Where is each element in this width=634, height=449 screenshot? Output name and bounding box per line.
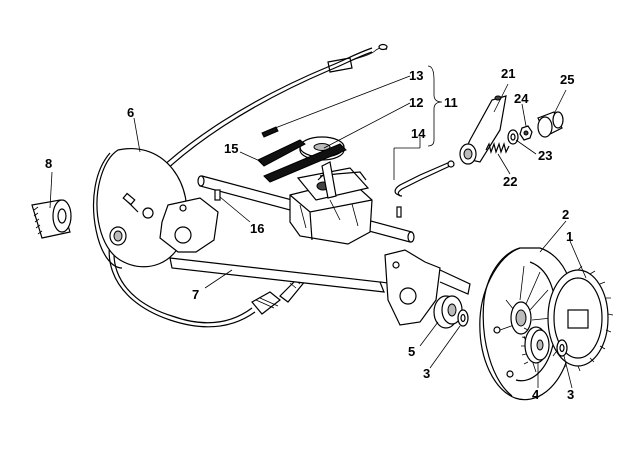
label-part-23: 23 — [538, 148, 552, 163]
part-2-wheel-rim — [479, 247, 576, 401]
part-5-bearing — [433, 295, 463, 329]
label-part-22: 22 — [503, 174, 517, 189]
label-part-11: 11 — [444, 95, 458, 110]
part-3-washer-right — [556, 339, 568, 357]
part-25-dust-cap — [537, 111, 564, 138]
part-number-labels: 6 8 13 12 11 14 15 16 7 21 24 25 23 22 2… — [45, 66, 574, 402]
label-part-1: 1 — [566, 229, 573, 244]
part-15-drive-belt — [257, 139, 347, 183]
label-part-24: 24 — [514, 91, 529, 106]
label-part-6: 6 — [127, 105, 134, 120]
part-8-spur-gear — [31, 199, 72, 239]
label-part-3-right: 3 — [567, 387, 574, 402]
label-part-14: 14 — [411, 126, 426, 141]
label-part-12: 12 — [409, 95, 423, 110]
part-22-spring — [485, 141, 510, 155]
leader-lines — [49, 65, 587, 389]
part-16-left-bracket — [159, 197, 219, 253]
label-part-13: 13 — [409, 68, 423, 83]
label-part-25: 25 — [560, 72, 574, 87]
part-4-pinion — [521, 326, 550, 365]
label-part-2: 2 — [562, 207, 569, 222]
label-part-7: 7 — [192, 287, 199, 302]
label-part-5: 5 — [408, 344, 415, 359]
part-14-shift-rod — [394, 160, 455, 197]
label-part-15: 15 — [224, 141, 238, 156]
label-part-4: 4 — [532, 387, 540, 402]
part-7-lever-rod — [169, 257, 403, 301]
part-24-nut — [519, 125, 533, 141]
part-3-washer-left — [457, 309, 469, 327]
right-bracket — [384, 249, 471, 326]
label-part-8: 8 — [45, 156, 52, 171]
part-23-washer — [507, 129, 519, 145]
gearbox-housing — [289, 161, 373, 245]
label-part-3-left: 3 — [423, 366, 430, 381]
part-21-cap — [459, 95, 507, 165]
label-part-21: 21 — [501, 66, 515, 81]
label-part-16: 16 — [250, 221, 264, 236]
part-13-key — [261, 126, 279, 138]
